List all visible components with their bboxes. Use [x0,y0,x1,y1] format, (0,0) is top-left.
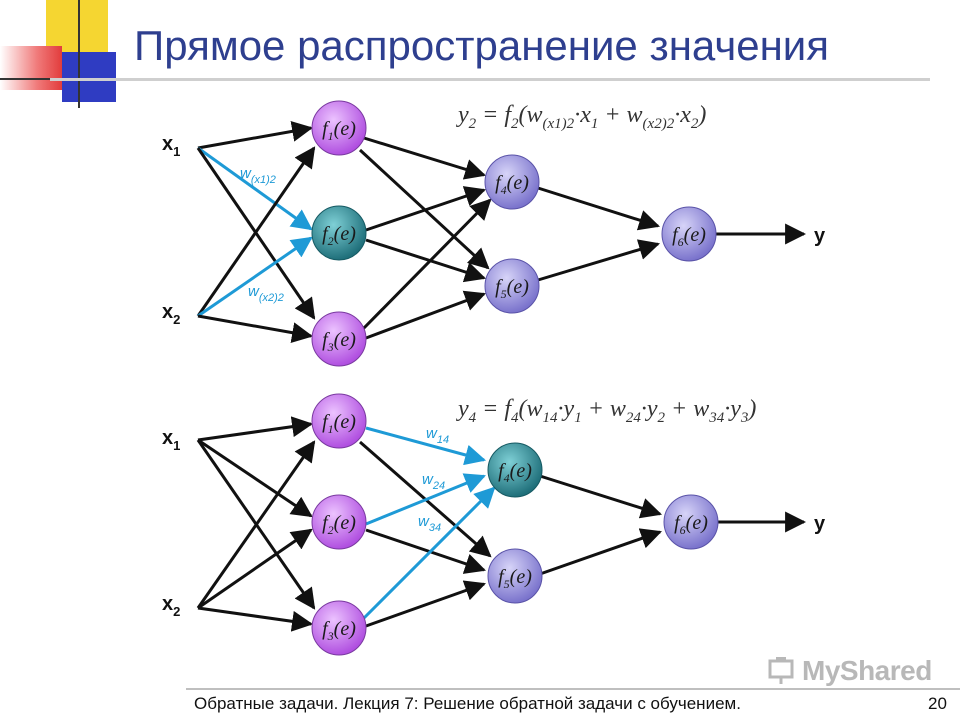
svg-text:f6(e): f6(e) [672,224,706,249]
watermark-logo: MyShared [768,655,932,686]
bottom-edge-f2-f5 [365,528,486,574]
svg-text:f4(e): f4(e) [498,460,532,485]
top-neuron-f1: f1(e) [311,100,367,156]
svg-text:f2(e): f2(e) [322,223,356,248]
bottom-edge-x1-f1 [197,416,314,442]
footer-text: Обратные задачи. Лекция 7: Решение обрат… [194,694,741,713]
slide-title: Прямое распространение значения [134,22,829,69]
bottom-edge-x2-f3 [197,606,314,632]
bottom-neuron-f3: f3(e) [311,600,367,656]
bottom-edge-x2-f1 [196,440,316,609]
bottom-neuron-f1: f1(e) [311,393,367,449]
top-neuron-f2: f2(e) [311,205,367,261]
bottom-output-y: y [814,513,826,535]
top-neuron-f5: f5(e) [484,258,540,314]
top-edge-f4-f6 [537,186,661,231]
svg-text:f1(e): f1(e) [322,118,356,143]
presentation-icon [768,657,794,684]
bottom-neuron-f5: f5(e) [487,548,543,604]
bottom-edge-x1-f2 [197,438,313,518]
svg-text:f5(e): f5(e) [495,276,529,301]
bottom-edge-f5-f6 [539,528,662,576]
bottom-equation: y4 = f4(w14·y1 + w24·y2 + w34·y3) [456,396,756,426]
bottom-neuron-f2: f2(e) [311,494,367,550]
top-edge-f2-f5 [365,238,486,283]
top-weight-w-x2-2: w(x2)2 [248,283,284,304]
bottom-edge-x2-f2 [197,528,313,610]
top-edge-x2-f2 [197,236,313,318]
top-edge-f2-f4 [365,186,486,232]
top-input-x1: x1 [162,133,180,159]
top-edge-x1-f1 [197,120,314,150]
bottom-edge-f3-f4 [360,486,496,622]
bottom-weight-w24: w24 [422,471,445,492]
page-number: 20 [928,694,947,713]
watermark-text: MyShared [802,655,932,686]
svg-text:f3(e): f3(e) [322,329,356,354]
top-neuron-f6: f6(e) [661,206,717,262]
top-neuron-f4: f4(e) [484,154,540,210]
bottom-edge-f1-f4 [365,426,487,466]
top-network: y2 = f2(w(x1)2·x1 + w(x2)2·x2) x1 x2 w(x… [162,100,826,367]
svg-text:f4(e): f4(e) [495,172,529,197]
top-edge-f3-f4 [360,198,492,332]
bottom-weight-w14: w14 [426,425,449,446]
bottom-edge-f2-f4 [365,473,486,526]
top-edge-x1-f2 [197,146,313,231]
top-output-y: y [814,225,826,247]
bottom-edge-f4-f6 [539,474,663,519]
svg-text:f6(e): f6(e) [674,512,708,537]
bottom-edge-f3-f5 [365,580,486,628]
svg-text:f1(e): f1(e) [322,411,356,436]
title-divider [50,78,930,81]
bottom-weight-w34: w34 [418,513,441,534]
top-edge-x2-f1 [196,146,316,317]
top-edge-f1-f4 [363,136,487,180]
top-edge-x2-f3 [197,314,314,344]
top-input-x2: x2 [162,301,180,327]
top-edge-f5-f6 [537,239,661,282]
bottom-input-x2: x2 [162,593,180,619]
bottom-neuron-f6: f6(e) [663,494,719,550]
svg-text:f5(e): f5(e) [498,566,532,591]
svg-text:f3(e): f3(e) [322,618,356,643]
top-neuron-f3: f3(e) [311,311,367,367]
svg-text:f2(e): f2(e) [322,512,356,537]
bottom-network: y4 = f4(w14·y1 + w24·y2 + w34·y3) x1 x2 … [162,393,826,656]
footer-divider [186,688,960,690]
top-equation: y2 = f2(w(x1)2·x1 + w(x2)2·x2) [456,102,706,132]
top-edge-f3-f5 [365,290,486,340]
bottom-input-x1: x1 [162,427,180,453]
bottom-neuron-f4: f4(e) [487,442,543,498]
